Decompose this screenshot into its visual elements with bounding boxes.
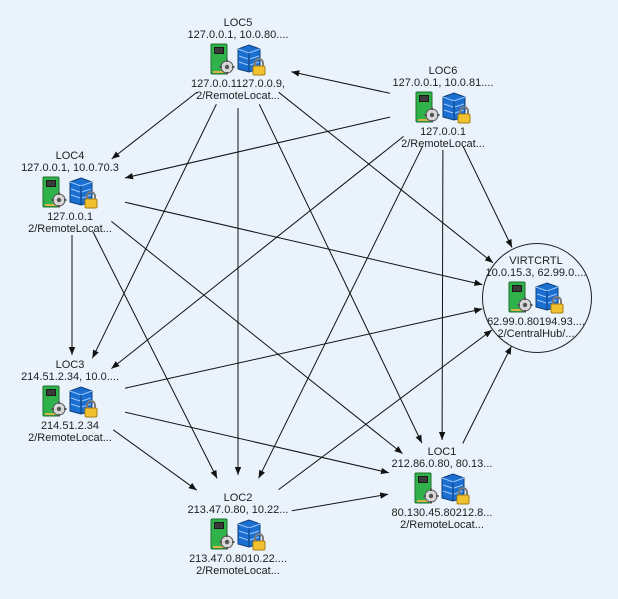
- edge-loc6-to-loc2: [258, 146, 423, 479]
- edge-loc5-to-virtcrtl: [278, 91, 494, 264]
- node-icon-group: [163, 518, 313, 552]
- node-path: 2/RemoteLocat...: [401, 138, 485, 150]
- node-name: LOC3: [55, 359, 85, 371]
- padlock-icon: [550, 281, 565, 315]
- node-icon-group: [461, 281, 611, 315]
- node-address: 212.86.0.80, 80.13...: [391, 458, 493, 470]
- node-path: 2/RemoteLocat...: [28, 432, 112, 444]
- node-address: 127.0.0.1, 10.0.81....: [392, 77, 494, 89]
- edge-loc6-to-virtcrtl: [462, 146, 513, 248]
- node-ip: 213.47.0.8010.22....: [189, 553, 287, 565]
- node-ip: 80.130.45.80212.8...: [391, 507, 493, 519]
- node-ip: 127.0.0.1: [420, 126, 466, 138]
- node-loc1[interactable]: LOC1 212.86.0.80, 80.13... 80.130.45.802…: [367, 446, 517, 531]
- node-icon-group: [0, 176, 145, 210]
- network-card-icon: [414, 472, 432, 506]
- edge-loc3-to-loc1: [124, 411, 390, 475]
- gear-icon: [517, 281, 533, 315]
- edge-loc5-to-loc4: [111, 91, 198, 160]
- edge-loc4-to-loc2: [92, 231, 218, 479]
- edge-loc2-to-loc1: [291, 492, 389, 512]
- node-ip: 127.0.0.1: [47, 211, 93, 223]
- node-path: 2/CentralHub/...: [497, 328, 575, 340]
- node-name: LOC5: [223, 17, 253, 29]
- node-address: 214.51.2.34, 10.0....: [21, 371, 119, 383]
- node-loc5[interactable]: LOC5 127.0.0.1, 10.0.80.... 127.0.0.1127…: [163, 17, 313, 102]
- node-path: 2/RemoteLocat...: [196, 565, 280, 577]
- node-ip: 127.0.0.1127.0.0.9,: [191, 78, 285, 90]
- gear-icon: [51, 385, 67, 419]
- node-name: LOC2: [223, 492, 253, 504]
- edge-loc6-to-loc5: [291, 70, 391, 94]
- node-ip: 62.99.0.80194.93....: [487, 316, 585, 328]
- edge-loc6-to-loc4: [124, 116, 391, 180]
- node-path: 2/RemoteLocat...: [28, 223, 112, 235]
- node-icon-group: [367, 472, 517, 506]
- node-address: 127.0.0.1, 10.0.80....: [187, 29, 289, 41]
- node-loc3[interactable]: LOC3 214.51.2.34, 10.0.... 214.51.2.34 2…: [0, 359, 145, 444]
- node-loc4[interactable]: LOC4 127.0.0.1, 10.0.70.3 127.0.0.1 2/Re…: [0, 150, 145, 235]
- node-name: LOC6: [428, 65, 458, 77]
- padlock-icon: [252, 43, 267, 77]
- node-address: 213.47.0.80, 10.22...: [187, 504, 289, 516]
- node-icon-group: [0, 385, 145, 419]
- hub-ring: [482, 243, 592, 353]
- edge-loc4-to-loc1: [111, 221, 403, 454]
- padlock-icon: [457, 91, 472, 125]
- node-address: 127.0.0.1, 10.0.70.3: [21, 162, 119, 174]
- node-address: 10.0.15.3, 62.99.0....: [485, 267, 587, 279]
- node-virtcrtl[interactable]: VIRTCRTL 10.0.15.3, 62.99.0.... 62.99.0.…: [461, 255, 611, 340]
- node-ip: 214.51.2.34: [40, 420, 100, 432]
- node-name: VIRTCRTL: [509, 255, 563, 267]
- gear-icon: [424, 91, 440, 125]
- node-path: 2/RemoteLocat...: [400, 519, 484, 531]
- node-loc6[interactable]: LOC6 127.0.0.1, 10.0.81.... 127.0.0.1 2/…: [368, 65, 518, 150]
- gear-icon: [51, 176, 67, 210]
- edge-loc6-to-loc3: [111, 136, 404, 369]
- edge-loc3-to-virtcrtl: [124, 307, 483, 389]
- node-path: 2/RemoteLocat...: [196, 90, 280, 102]
- node-name: LOC1: [427, 446, 457, 458]
- edge-loc5-to-loc1: [258, 104, 423, 444]
- node-icon-group: [163, 43, 313, 77]
- node-icon-group: [368, 91, 518, 125]
- gear-icon: [219, 518, 235, 552]
- padlock-icon: [84, 385, 99, 419]
- edge-loc6-to-loc1: [438, 149, 446, 441]
- padlock-icon: [84, 176, 99, 210]
- padlock-icon: [456, 472, 471, 506]
- node-loc2[interactable]: LOC2 213.47.0.80, 10.22... 213.47.0.8010…: [163, 492, 313, 577]
- edge-loc4-to-virtcrtl: [124, 201, 483, 286]
- padlock-icon: [252, 518, 267, 552]
- gear-icon: [423, 472, 439, 506]
- edge-loc3-to-loc2: [112, 429, 198, 491]
- edge-loc1-to-virtcrtl: [462, 345, 512, 444]
- edge-loc5-to-loc3: [91, 103, 217, 359]
- node-name: LOC4: [55, 150, 85, 162]
- edge-loc2-to-virtcrtl: [278, 329, 493, 491]
- gear-icon: [219, 43, 235, 77]
